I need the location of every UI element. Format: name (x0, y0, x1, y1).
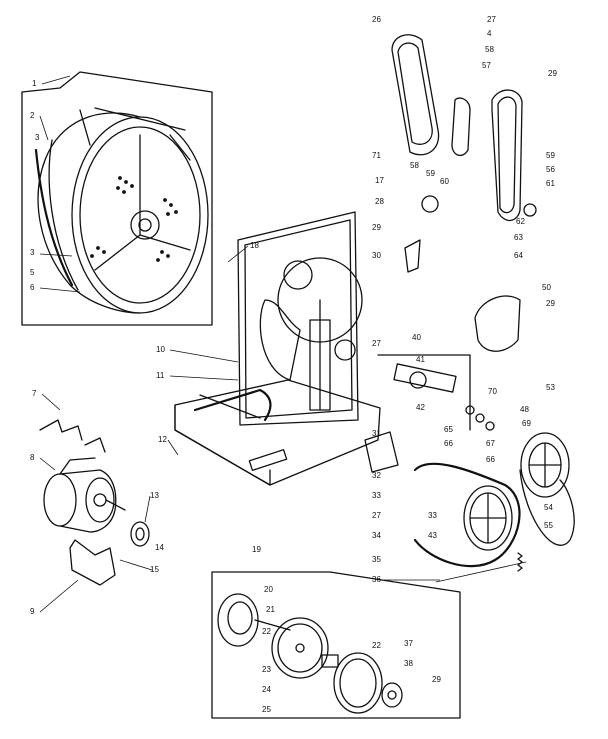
callout-17: 17 (375, 176, 384, 185)
callout-68: 66 (486, 455, 495, 464)
callout-63: 63 (514, 233, 523, 242)
callout-31: 31 (372, 429, 381, 438)
large-pulley (519, 432, 575, 546)
callout-8: 8 (30, 453, 35, 462)
callout-29d: 29 (432, 675, 441, 684)
callout-54: 54 (544, 503, 553, 512)
callout-27c: 27 (372, 511, 381, 520)
motor (43, 457, 126, 533)
callout-28: 28 (375, 197, 384, 206)
callout-27a: 27 (487, 15, 496, 24)
callout-33b: 33 (428, 511, 437, 520)
drum-belt (413, 462, 521, 568)
callout-43: 43 (428, 531, 437, 540)
callout-71: 71 (372, 151, 381, 160)
callout-41: 41 (416, 355, 425, 364)
callout-24: 24 (262, 685, 271, 694)
motor-mount (69, 539, 116, 586)
callout-58b: 58 (410, 161, 419, 170)
callout-2: 2 (30, 111, 35, 120)
callout-40: 40 (412, 333, 421, 342)
callout-20: 20 (264, 585, 273, 594)
callout-21: 21 (266, 605, 275, 614)
callout-66: 66 (444, 439, 453, 448)
callout-22b: 22 (372, 641, 381, 650)
callout-12: 12 (158, 435, 167, 444)
callout-53: 53 (546, 383, 555, 392)
bracket (404, 239, 421, 273)
callout-3a: 3 (35, 133, 40, 142)
callout-15: 15 (150, 565, 159, 574)
idler-bracket (364, 431, 399, 473)
callout-34: 34 (372, 531, 381, 540)
callout-3b: 3 (30, 248, 35, 257)
callout-65: 65 (444, 425, 453, 434)
callout-6: 6 (30, 283, 35, 292)
callout-29c: 29 (546, 299, 555, 308)
cover-plate (474, 295, 521, 352)
callout-1: 1 (32, 79, 37, 88)
callout-42: 42 (416, 403, 425, 412)
callout-25: 25 (262, 705, 271, 714)
callout-35: 35 (372, 555, 381, 564)
belt-pulley (463, 485, 513, 551)
callout-59b: 59 (546, 151, 555, 160)
callout-29a: 29 (548, 69, 557, 78)
leader-lines (39, 75, 527, 613)
callout-18: 18 (250, 241, 259, 250)
callout-36: 36 (372, 575, 381, 584)
callout-58a: 58 (485, 45, 494, 54)
callout-57: 57 (482, 61, 491, 70)
callout-19: 19 (252, 545, 261, 554)
base-frame (174, 379, 381, 486)
callout-67: 67 (486, 439, 495, 448)
pulley (130, 521, 150, 547)
callout-4: 4 (487, 29, 492, 38)
callout-61: 61 (546, 179, 555, 188)
callout-70: 70 (488, 387, 497, 396)
callout-38: 38 (404, 659, 413, 668)
callout-23: 23 (262, 665, 271, 674)
callout-labels: 1 2 3 3 6 7 8 9 10 11 12 13 14 15 18 19 … (30, 15, 557, 714)
callout-26: 26 (372, 15, 381, 24)
motor-clip (39, 419, 106, 453)
callout-32: 32 (372, 471, 381, 480)
callout-60: 60 (440, 177, 449, 186)
callout-27b: 27 (372, 339, 381, 348)
callout-30: 30 (372, 251, 381, 260)
callout-13: 13 (150, 491, 159, 500)
callout-59a: 59 (426, 169, 435, 178)
callout-29b: 29 (372, 223, 381, 232)
callout-22a: 22 (262, 627, 271, 636)
callout-5: 5 (30, 268, 35, 277)
callout-33a: 33 (372, 491, 381, 500)
callout-62: 62 (516, 217, 525, 226)
idler-shaft (377, 354, 495, 431)
drum-assembly (21, 71, 213, 326)
callout-48: 48 (520, 405, 529, 414)
callout-7: 7 (32, 389, 37, 398)
callout-50: 50 (542, 283, 551, 292)
spring (517, 552, 523, 572)
callout-55: 55 (544, 521, 553, 530)
callout-11: 11 (156, 371, 165, 380)
callout-37: 37 (404, 639, 413, 648)
blower-box (211, 571, 461, 719)
callout-64: 64 (514, 251, 523, 260)
callout-10: 10 (156, 345, 165, 354)
callout-56: 56 (546, 165, 555, 174)
callout-69: 69 (522, 419, 531, 428)
callout-9: 9 (30, 607, 35, 616)
callout-14: 14 (155, 543, 164, 552)
duct-assembly (391, 34, 537, 222)
